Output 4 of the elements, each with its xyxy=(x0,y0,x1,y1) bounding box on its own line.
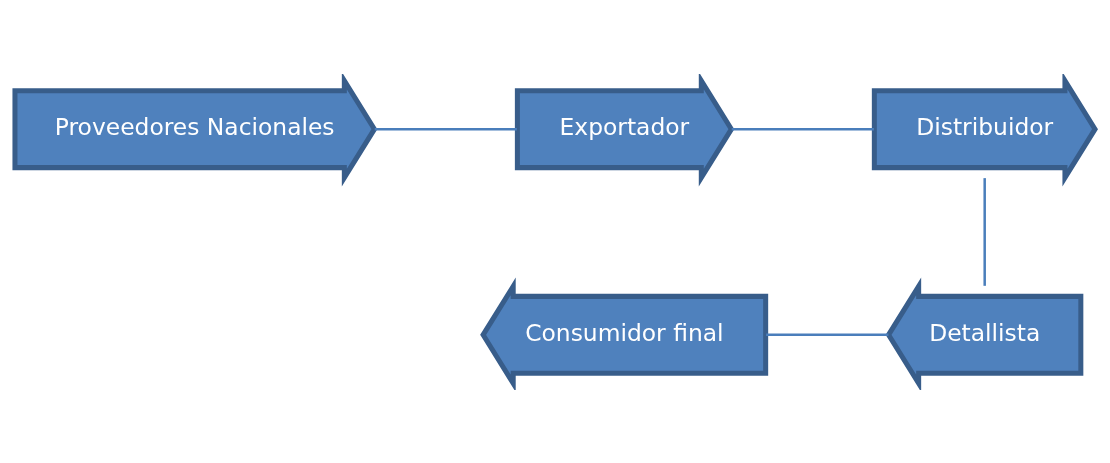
connector xyxy=(731,127,874,130)
connector xyxy=(766,333,889,336)
connector xyxy=(983,177,986,286)
connector xyxy=(374,127,517,130)
